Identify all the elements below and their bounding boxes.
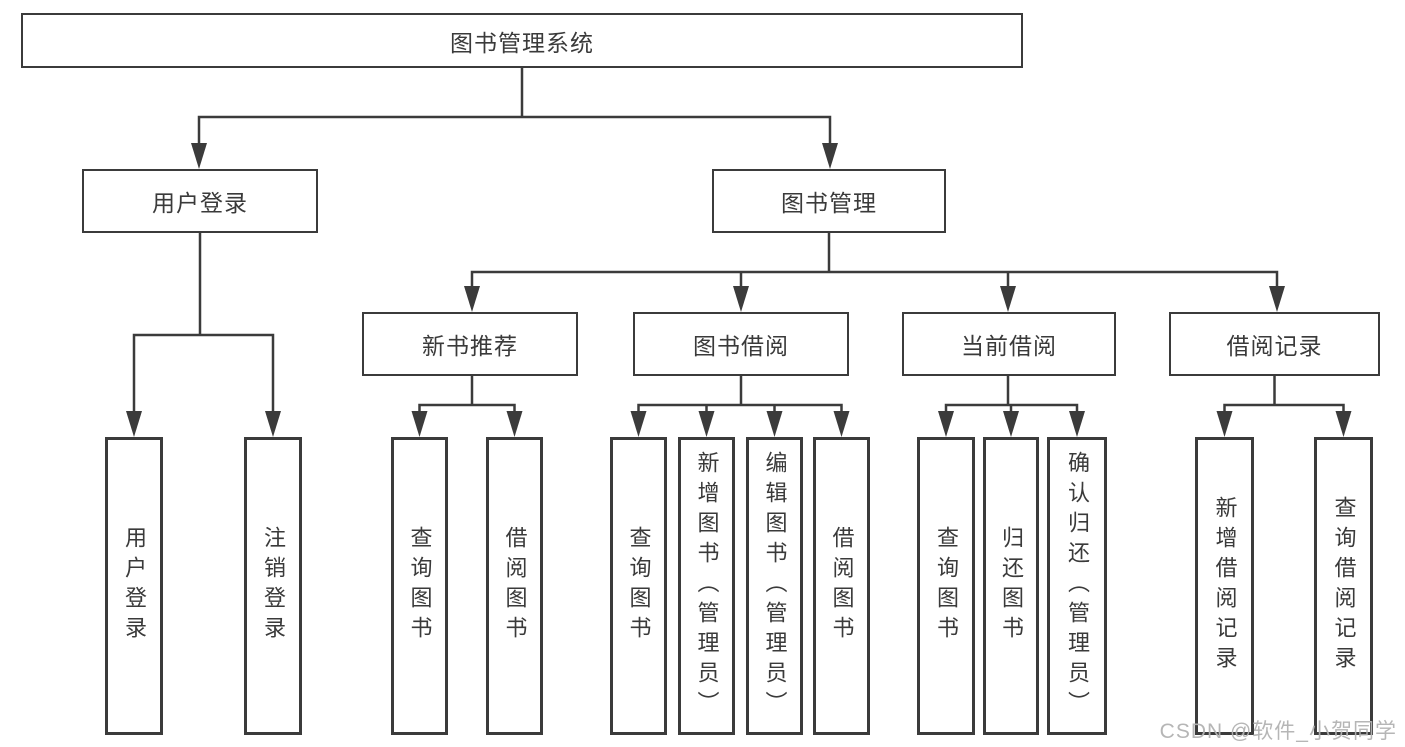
- node-current-borrow: 当前借阅: [902, 312, 1116, 376]
- leaf-current-confirm-return-admin: 确认归还（管理员）: [1047, 437, 1107, 735]
- node-book-management: 图书管理: [712, 169, 946, 233]
- connector-current-borrow-children: [938, 374, 1085, 437]
- leaf-current-return-books: 归还图书: [983, 437, 1039, 735]
- leaf-user-login: 用户登录: [105, 437, 163, 735]
- leaf-borrow-edit-books-admin: 编辑图书（管理员）: [746, 437, 803, 735]
- connector-root-to-level2: [191, 66, 838, 169]
- connector-borrow-records-children: [1216, 374, 1352, 437]
- leaf-logout: 注销登录: [244, 437, 302, 735]
- connector-book-borrow-children: [630, 374, 850, 437]
- connector-new-book-children: [411, 374, 523, 437]
- connector-user-login-children: [126, 230, 281, 437]
- node-root-system: 图书管理系统: [21, 13, 1023, 68]
- leaf-recommend-query-books: 查询图书: [391, 437, 448, 735]
- leaf-recommend-borrow-books: 借阅图书: [486, 437, 543, 735]
- leaf-records-query-borrow-record: 查询借阅记录: [1314, 437, 1373, 735]
- leaf-current-query-books: 查询图书: [917, 437, 975, 735]
- node-user-login: 用户登录: [82, 169, 318, 233]
- leaf-borrow-query-books: 查询图书: [610, 437, 667, 735]
- csdn-watermark: CSDN @软件_小贺同学: [1159, 720, 1397, 743]
- leaf-records-add-borrow-record: 新增借阅记录: [1195, 437, 1254, 735]
- leaf-borrow-borrow-books: 借阅图书: [813, 437, 870, 735]
- node-book-borrow: 图书借阅: [633, 312, 849, 376]
- node-borrow-records: 借阅记录: [1169, 312, 1380, 376]
- connector-book-management-children: [464, 230, 1285, 312]
- leaf-borrow-add-books-admin: 新增图书（管理员）: [678, 437, 735, 735]
- node-new-book-recommend: 新书推荐: [362, 312, 578, 376]
